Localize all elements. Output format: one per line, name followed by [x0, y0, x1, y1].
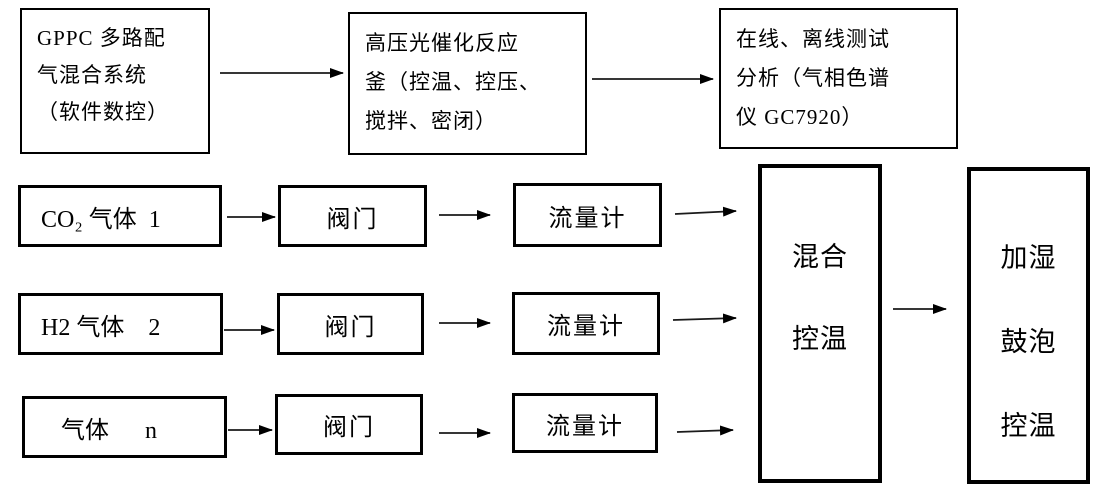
node-gas-mixing-system-line3: （软件数控） — [37, 100, 169, 124]
node-flow-meter-1: 流量计 — [513, 183, 662, 247]
node-analysis-line1: 在线、离线测试 — [736, 27, 890, 51]
node-analysis-line2: 分析（气相色谱 — [736, 66, 890, 90]
node-analysis-line3: 仪 GC7920） — [736, 105, 864, 129]
gas-n-label: 气体 n — [61, 417, 157, 444]
mixing-line2: 控温 — [792, 324, 848, 354]
node-gas-mixing-system: GPPC 多路配 气混合系统 （软件数控） — [20, 8, 210, 154]
node-mixing: 混合 控温 — [758, 164, 882, 483]
node-gas-h2: H2 气体 2 — [18, 293, 223, 355]
node-gas-co2: CO₂ 气体 1 — [18, 185, 222, 247]
node-reactor-line2: 釜（控温、控压、 — [365, 70, 541, 94]
node-valve-3: 阀门 — [275, 394, 423, 455]
node-flow-meter-3: 流量计 — [512, 393, 658, 453]
arrow-flowmeter3-to-mixing — [676, 425, 734, 436]
node-valve-1: 阀门 — [278, 185, 427, 247]
node-gas-n: 气体 n — [22, 396, 227, 458]
flow-meter-1-label: 流量计 — [548, 205, 627, 232]
node-reactor-line1: 高压光催化反应 — [365, 31, 519, 55]
humidify-line2: 鼓泡 — [1000, 327, 1057, 357]
node-gas-mixing-system-line2: 气混合系统 — [37, 63, 147, 87]
arrow-flowmeter2-to-mixing — [672, 313, 737, 324]
node-flow-meter-2: 流量计 — [512, 292, 660, 355]
humidify-line1: 加湿 — [1000, 243, 1057, 273]
valve-3-label: 阀门 — [323, 415, 375, 441]
node-reactor-line3: 搅拌、密闭） — [365, 109, 497, 133]
flow-meter-2-label: 流量计 — [547, 314, 625, 340]
node-analysis: 在线、离线测试 分析（气相色谱 仪 GC7920） — [719, 8, 958, 149]
valve-1-label: 阀门 — [326, 206, 379, 233]
humidify-line3: 控温 — [1000, 411, 1057, 441]
node-reactor: 高压光催化反应 釜（控温、控压、 搅拌、密闭） — [348, 12, 587, 155]
flow-meter-3-label: 流量计 — [546, 413, 624, 440]
valve-2-label: 阀门 — [324, 314, 377, 341]
arrow-flowmeter1-to-mixing — [674, 206, 737, 217]
node-humidify: 加湿 鼓泡 控温 — [967, 167, 1090, 484]
gas-h2-label: H2 气体 2 — [41, 314, 161, 341]
mixing-line1: 混合 — [792, 242, 848, 272]
node-valve-2: 阀门 — [277, 293, 424, 355]
node-gas-mixing-system-line1: GPPC 多路配 — [37, 26, 166, 50]
gas-co2-label: CO₂ 气体 1 — [41, 206, 161, 233]
